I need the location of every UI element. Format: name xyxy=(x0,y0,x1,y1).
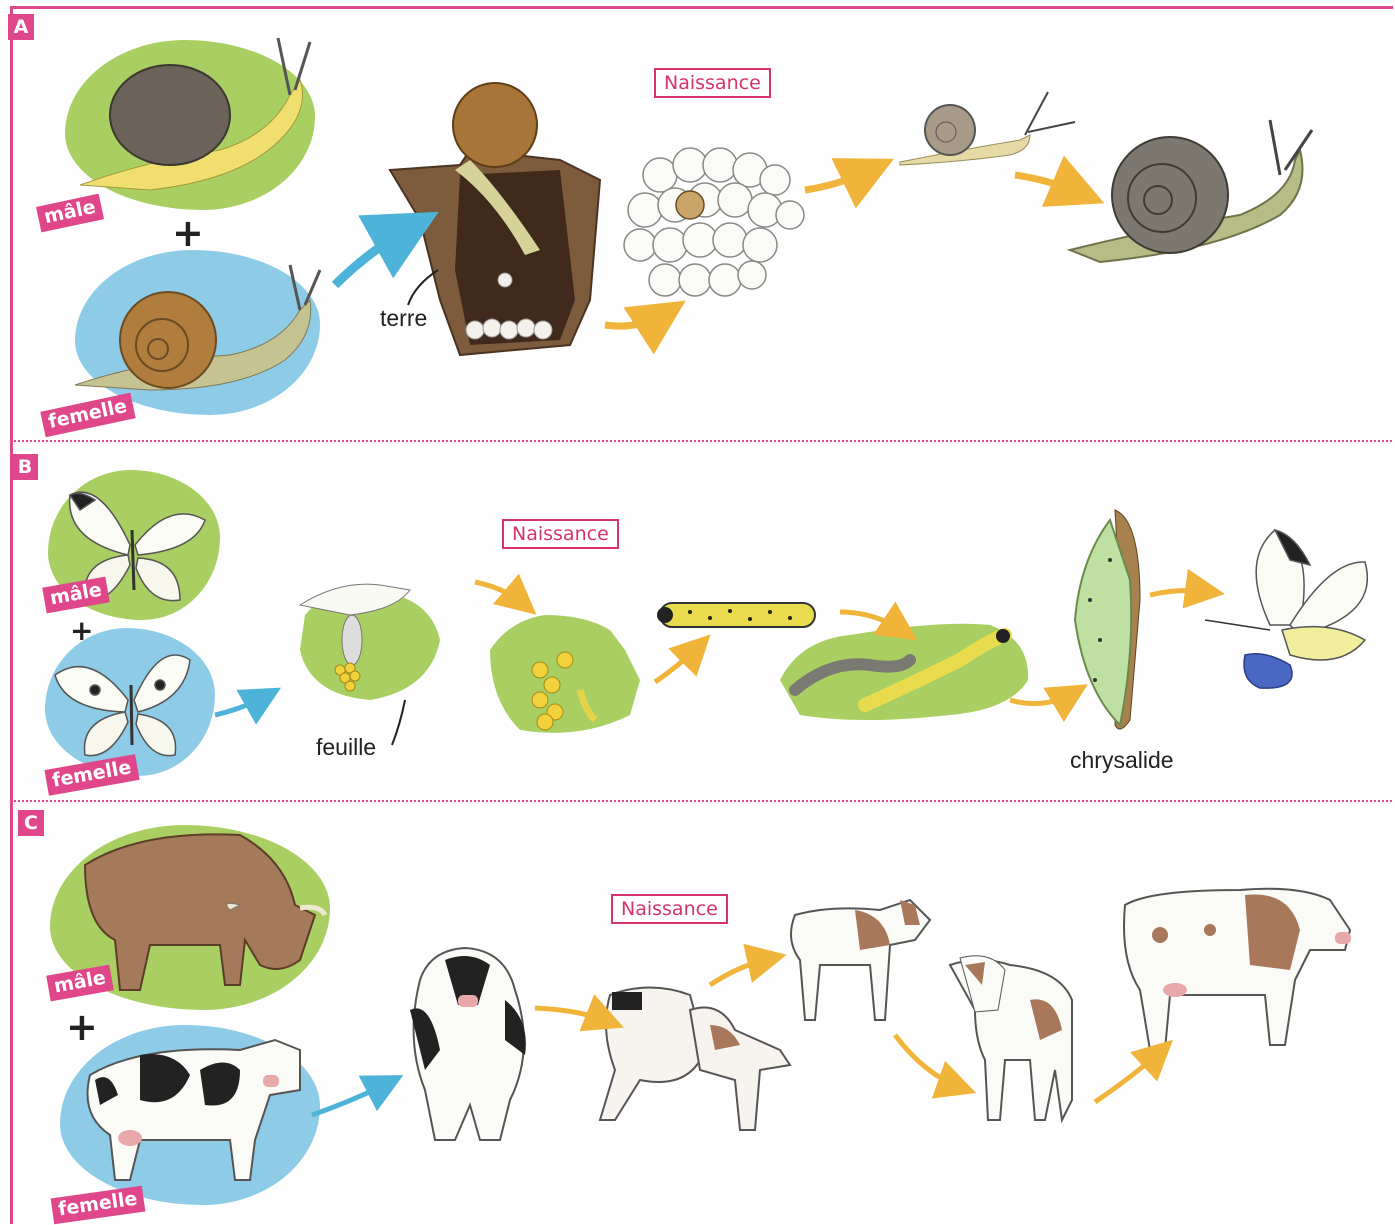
snail-male-illustration xyxy=(80,38,310,190)
adult-cow-illustration xyxy=(1124,889,1351,1050)
caterpillar-hatching-illustration xyxy=(490,615,640,733)
butterfly-adult-illustration xyxy=(1205,530,1367,688)
leaf-caption: feuille xyxy=(316,734,376,761)
butterfly-female-illustration xyxy=(55,655,190,756)
butterfly-laying-eggs-illustration xyxy=(300,584,440,745)
cow-female-illustration xyxy=(88,1040,301,1180)
snail-juvenile-illustration xyxy=(900,92,1075,165)
chrysalis-illustration xyxy=(1075,510,1140,729)
calf-illustration xyxy=(791,900,930,1020)
snail-plus-sign: + xyxy=(172,214,204,252)
butterfly-birth-label: Naissance xyxy=(502,519,619,549)
snail-egg-cluster xyxy=(624,148,804,296)
heifer-illustration xyxy=(950,956,1072,1120)
cattle-birth-label: Naissance xyxy=(611,894,728,924)
snail-female-illustration xyxy=(75,265,320,390)
snail-birth-label: Naissance xyxy=(654,68,771,98)
caterpillars-on-leaf-illustration xyxy=(780,624,1028,720)
snail-adult-illustration xyxy=(1070,120,1312,262)
bull-illustration xyxy=(85,834,325,990)
calving-cow-illustration xyxy=(600,988,790,1131)
soil-caption: terre xyxy=(380,305,427,332)
caterpillar-illustration xyxy=(657,603,815,627)
pregnant-cow-illustration xyxy=(410,948,526,1140)
chrysalis-caption: chrysalide xyxy=(1070,747,1174,774)
cattle-plus-sign: + xyxy=(66,1008,98,1046)
butterfly-plus-sign: + xyxy=(70,612,93,650)
